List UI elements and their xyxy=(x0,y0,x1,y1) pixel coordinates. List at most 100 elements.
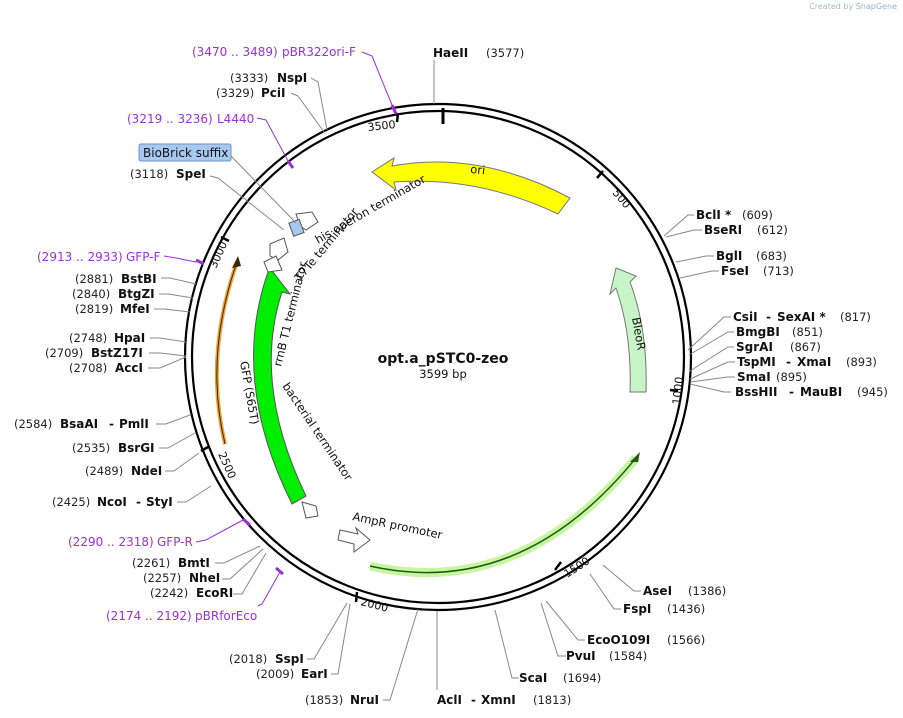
enzyme-position: (3333) xyxy=(230,71,268,85)
enzyme-position: (1436) xyxy=(667,602,705,616)
credit-prefix: Created by xyxy=(809,2,854,11)
enzyme-name[interactable]: XmaI xyxy=(797,355,831,369)
enzyme-name[interactable]: BstZ17I xyxy=(91,346,143,360)
primer-name-pbrforeco[interactable]: pBRforEco xyxy=(195,609,257,623)
enzyme-leader-lines xyxy=(148,60,735,701)
gfp-feature[interactable] xyxy=(253,267,307,505)
enzyme-name[interactable]: StyI xyxy=(146,495,173,509)
enzyme-name[interactable]: HpaI xyxy=(114,331,145,345)
enzyme-position: (3577) xyxy=(486,46,524,60)
enzyme-name[interactable]: BsaAI xyxy=(60,417,98,431)
ori-feature[interactable] xyxy=(371,156,571,215)
enzyme-name[interactable]: FseI xyxy=(721,264,749,278)
enzyme-name[interactable]: MauBI xyxy=(800,385,842,399)
enzyme-position: (867) xyxy=(790,340,821,354)
enzyme-name[interactable]: NcoI xyxy=(97,495,127,509)
enzyme-name[interactable]: NdeI xyxy=(131,464,162,478)
enzyme-name[interactable]: TspMI xyxy=(737,355,776,369)
enzyme-position: (2881) xyxy=(75,272,113,286)
enzyme-position: (2840) xyxy=(72,287,110,301)
enzyme-name[interactable]: PciI xyxy=(261,86,286,100)
enzyme-name[interactable]: NheI xyxy=(189,571,220,585)
enzyme-position: (713) xyxy=(763,264,794,278)
t7te-terminator-feature[interactable] xyxy=(269,237,289,261)
enzyme-name[interactable]: SgrAI xyxy=(736,340,773,354)
enzyme-name[interactable]: PmlI xyxy=(119,417,149,431)
enzyme-name[interactable]: AseI xyxy=(643,584,672,598)
enzyme-position: (2584) xyxy=(14,417,52,431)
enzyme-position: (609) xyxy=(742,208,773,222)
enzyme-name[interactable]: BsrGI xyxy=(118,441,155,455)
enzyme-position: (612) xyxy=(757,223,788,237)
enzyme-position: (2535) xyxy=(72,441,110,455)
primer-range-gfp-r: (2290 .. 2318) xyxy=(68,535,154,549)
enzyme-name[interactable]: PvuI xyxy=(566,649,596,663)
primer-range-l4440: (3219 .. 3236) xyxy=(127,112,213,126)
enzyme-name[interactable]: NruI xyxy=(350,693,379,707)
biobrick-suffix-label: BioBrick suffix xyxy=(143,146,228,160)
enzyme-position: (2242) xyxy=(150,586,188,600)
biobrick-suffix-callout[interactable]: BioBrick suffix xyxy=(138,143,297,224)
enzyme-name[interactable]: SmaI xyxy=(737,370,771,384)
enzyme-position: (1853) xyxy=(305,693,343,707)
enzyme-name[interactable]: BclI * xyxy=(696,208,732,222)
ori-label: ori xyxy=(470,162,486,177)
enzyme-dash: - xyxy=(786,355,791,369)
enzyme-name[interactable]: BstBI xyxy=(121,272,157,286)
enzyme-name[interactable]: FspI xyxy=(623,602,651,616)
enzyme-position: (1566) xyxy=(667,633,705,647)
enzyme-position: (1584) xyxy=(609,649,647,663)
enzyme-name[interactable]: CsiI xyxy=(733,310,758,324)
enzyme-name[interactable]: HaeII xyxy=(433,46,468,60)
bacterial-terminator-feature[interactable] xyxy=(301,501,319,519)
enzyme-name[interactable]: ScaI xyxy=(519,671,547,685)
plasmid-length: 3599 bp xyxy=(419,367,467,381)
enzyme-name[interactable]: SspI xyxy=(275,652,304,666)
ampr-promoter-feature[interactable] xyxy=(337,526,371,553)
enzyme-position: (2748) xyxy=(69,331,107,345)
enzyme-position: (945) xyxy=(857,385,888,399)
enzyme-dash: - xyxy=(766,310,771,324)
enzyme-position: (1386) xyxy=(688,584,726,598)
enzyme-name[interactable]: BseRI xyxy=(704,223,742,237)
primer-name-l4440[interactable]: L4440 xyxy=(217,112,254,126)
primer-marks xyxy=(195,104,398,576)
primer-range-gfp-f: (2913 .. 2933) xyxy=(37,250,123,264)
primer-name-pbr322ori[interactable]: pBR322ori-F xyxy=(282,45,356,59)
enzyme-name[interactable]: SexAI * xyxy=(777,310,826,324)
enzyme-name[interactable]: AclI xyxy=(437,693,462,707)
bleor-label: BleoR xyxy=(629,316,649,351)
enzyme-name[interactable]: SpeI xyxy=(176,167,206,181)
enzyme-name[interactable]: AccI xyxy=(115,361,143,375)
enzyme-position: (2819) xyxy=(75,302,113,316)
enzyme-position: (851) xyxy=(792,325,823,339)
rrnb-terminator-feature[interactable] xyxy=(263,255,283,273)
enzyme-name[interactable]: BtgZI xyxy=(118,287,155,301)
bleor-feature[interactable] xyxy=(609,267,647,393)
enzyme-name[interactable]: BssHII xyxy=(735,385,777,399)
enzyme-position: (893) xyxy=(846,355,877,369)
enzyme-position: (1813) xyxy=(533,693,571,707)
tick-1500: 1500 xyxy=(562,554,593,580)
enzyme-name[interactable]: BmgBI xyxy=(736,325,780,339)
enzyme-position: (817) xyxy=(840,310,871,324)
primer-name-gfp-f[interactable]: GFP-F xyxy=(126,250,161,264)
primer-name-gfp-r[interactable]: GFP-R xyxy=(157,535,193,549)
primer-range-pbrforeco: (2174 .. 2192) xyxy=(106,609,192,623)
tick-2500: 2500 xyxy=(215,450,238,481)
enzyme-name[interactable]: EcoO109I xyxy=(587,633,650,647)
enzyme-position: (2018) xyxy=(229,652,267,666)
enzyme-name[interactable]: MfeI xyxy=(120,302,150,316)
enzyme-name[interactable]: NspI xyxy=(277,71,307,85)
enzyme-name[interactable]: EarI xyxy=(301,667,328,681)
primer-range-pbr322ori: (3470 .. 3489) xyxy=(192,45,278,59)
enzyme-name[interactable]: BglI xyxy=(716,249,742,263)
enzyme-position: (2009) xyxy=(256,667,294,681)
enzyme-name[interactable]: EcoRI xyxy=(196,586,233,600)
enzyme-name[interactable]: BmtI xyxy=(178,556,210,570)
enzyme-name[interactable]: XmnI xyxy=(481,693,516,707)
tick-3500: 3500 xyxy=(367,118,396,134)
enzyme-position: (2489) xyxy=(85,464,123,478)
enzyme-dash: - xyxy=(109,417,114,431)
